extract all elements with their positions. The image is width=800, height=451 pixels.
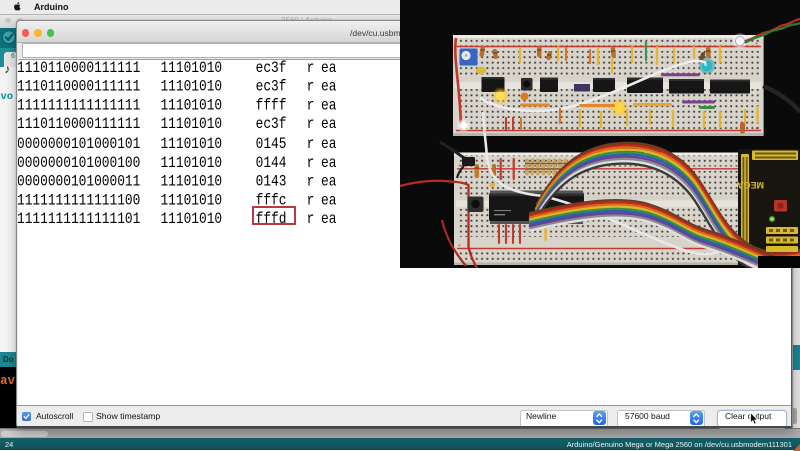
svg-text:+: + (755, 41, 758, 47)
svg-text:+: + (458, 243, 461, 249)
svg-text:MEGA: MEGA (736, 180, 764, 190)
svg-text:+: + (755, 126, 758, 132)
svg-text:+: + (458, 163, 461, 169)
